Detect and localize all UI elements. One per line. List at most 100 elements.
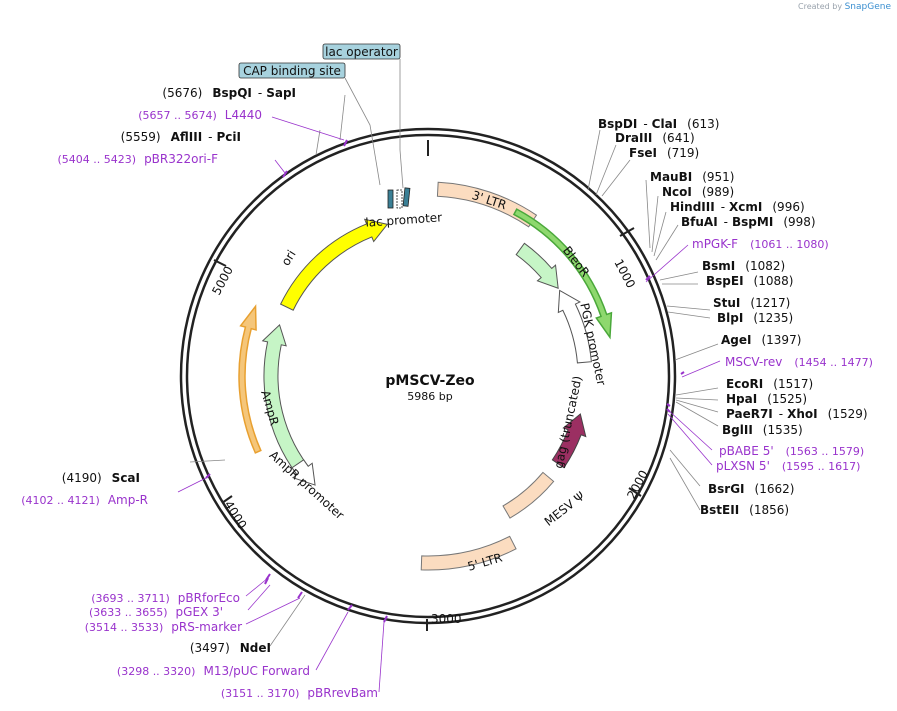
site-label-bspdi: BspDI-ClaI(613)	[598, 117, 719, 131]
bleor-arc	[515, 242, 559, 289]
leader-line	[669, 449, 701, 487]
leader-line	[315, 611, 349, 671]
tick-3000: 3000	[431, 612, 462, 626]
leader-line	[177, 477, 207, 493]
primer-mark	[282, 170, 288, 178]
leader-line	[681, 360, 721, 378]
leader-line	[271, 116, 345, 141]
snapgene-logo-text: SnapGene	[844, 2, 891, 12]
plasmid-title: pMSCV-Zeo	[385, 373, 475, 389]
plasmid-length: 5986 bp	[407, 390, 452, 403]
leader-line	[247, 584, 271, 611]
site-label-blpi: BlpI(1235)	[717, 311, 793, 325]
site-label-hindiii: HindIII-XcmI(996)	[670, 200, 805, 214]
site-label-bsrgi: BsrGI(1662)	[708, 482, 794, 496]
leader-line	[378, 621, 385, 693]
bleor-label: BleoR	[560, 244, 592, 280]
pgk-promoter-arc	[557, 289, 592, 364]
leader-line	[269, 594, 306, 647]
leader-lines	[177, 94, 721, 693]
site-label-afliii: (5559)AflIII-PciI	[121, 130, 241, 144]
leader-line	[245, 577, 269, 597]
primer-mark	[680, 371, 685, 375]
primer-label: (3151 .. 3170)pBRrevBam	[221, 686, 378, 700]
cap-binding-site-label: CAP binding site	[238, 62, 346, 79]
primer-label: (5657 .. 5674)L4440	[138, 108, 262, 122]
primer-label: mPGK-F(1061 .. 1080)	[692, 237, 829, 251]
leader-line	[674, 343, 719, 361]
site-label-bspei: BspEI(1088)	[706, 274, 793, 288]
site-label-fsei: FseI(719)	[629, 146, 699, 160]
leader-line	[645, 179, 651, 249]
primer-mark	[383, 615, 388, 623]
tick-2000: 2000	[624, 468, 651, 502]
leader-line	[653, 211, 667, 257]
gag-arc	[551, 413, 587, 469]
mesv-label: MESV Ψ	[542, 489, 588, 529]
site-label-bfuai: BfuAI-BspMI(998)	[681, 215, 816, 229]
lac-operator-marker	[387, 187, 411, 209]
ampr-orf-arc	[238, 304, 262, 454]
primer-mark	[645, 275, 651, 281]
mesv-arc	[502, 471, 555, 519]
leader-line	[587, 129, 601, 191]
primer-label: (3693 .. 3711)pBRforEco	[91, 591, 240, 605]
primer-mark	[264, 577, 269, 585]
leader-line	[667, 311, 711, 319]
ltr5-arc	[420, 535, 517, 571]
ampr-promoter-arc	[291, 459, 316, 486]
lac-operator-label: lac operator	[322, 43, 401, 60]
site-label-bsmi: BsmI(1082)	[702, 259, 785, 273]
svg-text:CAP binding site: CAP binding site	[243, 64, 341, 78]
primer-label: (4102 .. 4121)Amp-R	[21, 493, 148, 507]
leader-line	[666, 305, 711, 311]
site-label-ncoi: NcoI(989)	[662, 185, 734, 199]
site-label-bglii: BglII(1535)	[722, 423, 803, 437]
svg-text:lac operator: lac operator	[325, 45, 398, 59]
tick-1000: 1000	[611, 257, 638, 291]
primer-mark	[205, 473, 211, 479]
primer-label: (3514 .. 3533)pRS-marker	[85, 620, 242, 634]
primer-mark	[666, 403, 671, 407]
site-label-scai: (4190)ScaI	[62, 471, 140, 485]
site-label-hpai: HpaI(1525)	[726, 392, 807, 406]
leader-line	[651, 195, 659, 253]
leader-line	[659, 271, 699, 281]
leader-line	[595, 144, 617, 196]
leader-line	[667, 413, 713, 466]
leader-line	[669, 457, 701, 511]
site-label-paer7i: PaeR7I-XhoI(1529)	[726, 407, 868, 421]
lac-promoter-label: lac promoter	[365, 210, 443, 229]
leader-line	[274, 159, 286, 174]
primer-mark	[343, 139, 348, 147]
primer-mark	[297, 591, 303, 599]
credit: Created by SnapGene	[798, 2, 891, 12]
leader-line	[315, 129, 321, 156]
leader-line	[667, 409, 713, 451]
primer-label: (5404 .. 5423)pBR322ori-F	[58, 152, 219, 166]
leader-line	[645, 244, 689, 283]
site-label-ecori: EcoRI(1517)	[726, 377, 813, 391]
site-label-stui: StuI(1217)	[713, 296, 790, 310]
ampr-arc	[261, 323, 314, 483]
leader-line	[339, 94, 346, 141]
primer-label: pLXSN 5'(1595 .. 1617)	[716, 459, 860, 473]
primer-label: (3633 .. 3655)pGEX 3'	[89, 605, 223, 619]
leader-line	[655, 224, 679, 261]
ampr-promoter-label: AmpR promoter	[267, 448, 347, 522]
leader-line	[245, 597, 301, 625]
site-label-ndei: (3497)NdeI	[190, 641, 271, 655]
ori-arc	[279, 218, 389, 311]
site-label-bsteii: BstEII(1856)	[700, 503, 789, 517]
site-label-maubi: MauBI(951)	[650, 170, 734, 184]
leader-line	[675, 401, 719, 427]
ori-label: ori	[279, 248, 299, 269]
primer-mark	[347, 604, 353, 611]
primer-label: (3298 .. 3320)M13/pUC Forward	[117, 664, 310, 678]
leader-line	[189, 459, 226, 463]
tick-4000: 4000	[221, 498, 249, 531]
primer-label: MSCV-rev(1454 .. 1477)	[725, 355, 873, 369]
bleor-orf-arc	[512, 208, 613, 340]
